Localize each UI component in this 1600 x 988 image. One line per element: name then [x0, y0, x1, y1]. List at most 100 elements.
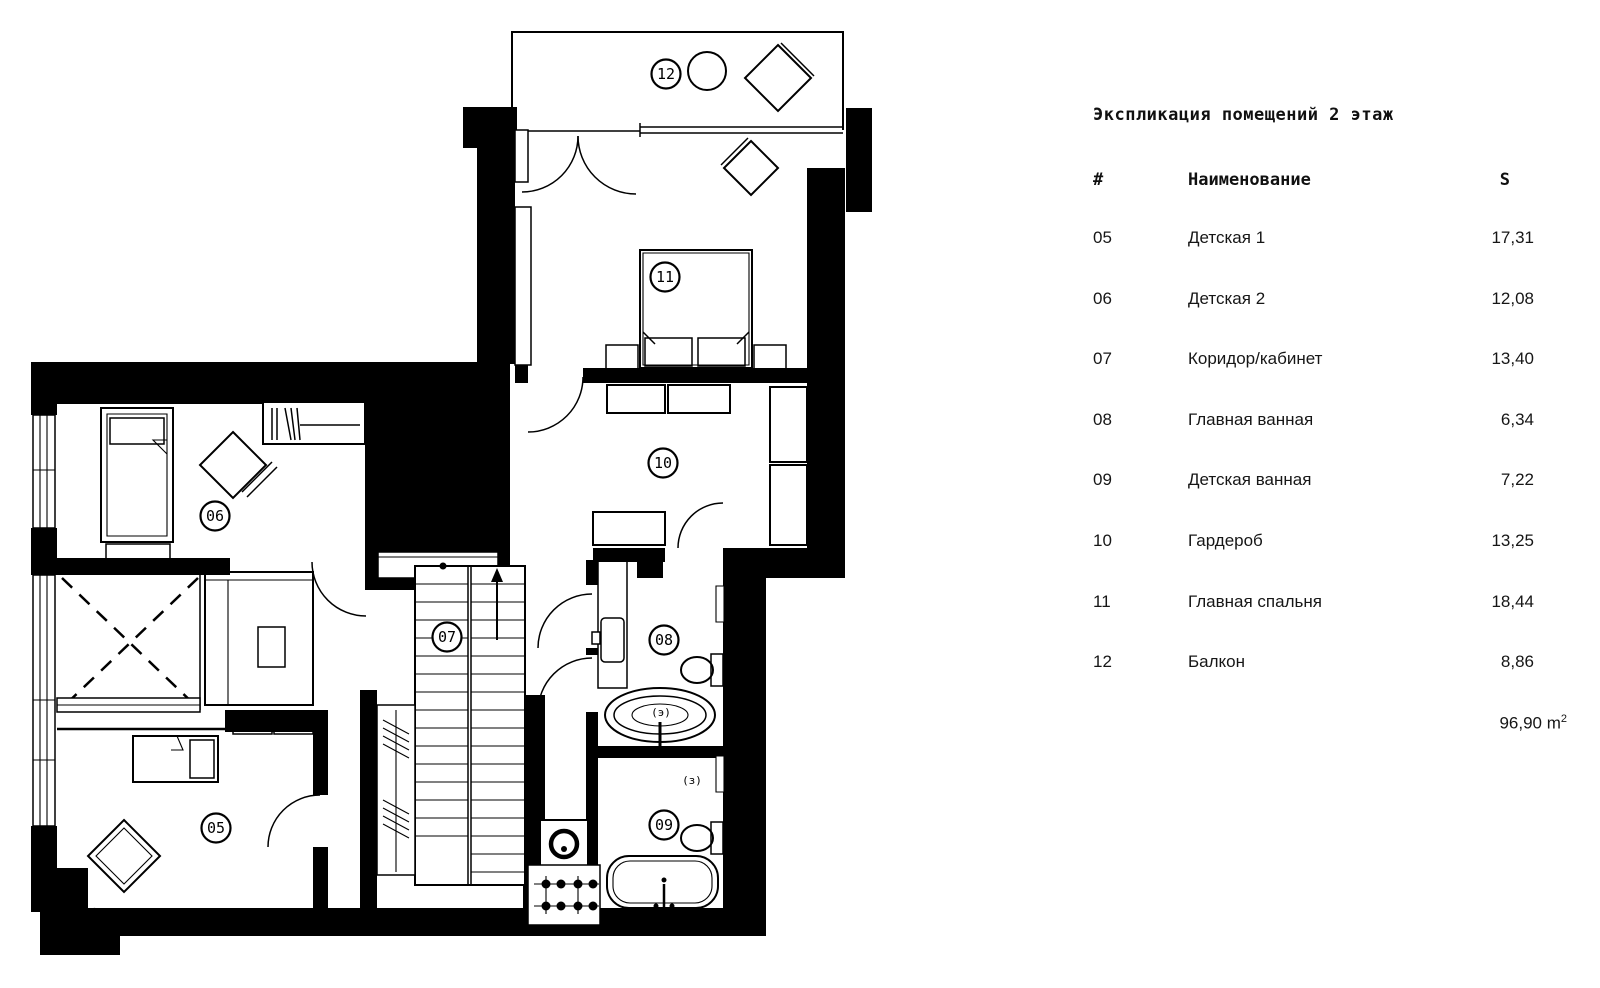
- shelf-icon: [233, 716, 272, 734]
- room-wardrobe: [593, 385, 807, 548]
- drain-mark-08: (э): [651, 706, 671, 719]
- cabinet-icon: [205, 572, 313, 705]
- wall-niche: [716, 756, 724, 792]
- closet-icon: [668, 385, 730, 413]
- void-area: [57, 562, 200, 712]
- total-area-superscript: 2: [1560, 713, 1567, 725]
- door-arc-bath-main: [538, 594, 592, 648]
- room-area: 13,40: [1491, 349, 1534, 368]
- room-name: Детская ванная: [1188, 470, 1312, 489]
- nightstand-icon: [754, 345, 786, 371]
- window-icon: [33, 415, 55, 528]
- nightstand-icon: [606, 345, 638, 371]
- page-title: Экспликация помещений 2 этаж: [1093, 105, 1394, 125]
- toilet-icon: [681, 822, 723, 854]
- svg-text:05: 05: [207, 819, 225, 837]
- balcony-chair-icon: [745, 43, 814, 111]
- bedroom-chair-icon: [721, 138, 778, 195]
- svg-text:07: 07: [438, 628, 456, 646]
- room-name: Детская 1: [1188, 228, 1266, 247]
- table-row: 09 Детская ванная 7,22: [1093, 470, 1534, 492]
- room-label-12: 12: [652, 60, 681, 89]
- svg-text:11: 11: [656, 268, 674, 286]
- toilet-icon: [681, 654, 723, 686]
- column-header-number: #: [1093, 170, 1104, 190]
- wall-niche: [716, 586, 724, 622]
- bathtub-icon: [607, 856, 718, 912]
- room-labels: 12 11 10 06 07 08 09 05 (э) (з): [201, 60, 702, 843]
- washing-machine-icon: [540, 820, 588, 868]
- table-row: 10 Гардероб 13,25: [1093, 531, 1534, 553]
- room-number: 10: [1093, 531, 1112, 550]
- door-arc-bedroom-wardrobe: [528, 377, 583, 432]
- door-arc-child2: [312, 562, 366, 616]
- door-arc-child1: [268, 795, 320, 847]
- shelf-icon: [274, 716, 313, 734]
- freestanding-bathtub-icon: [605, 688, 715, 756]
- svg-text:06: 06: [206, 507, 224, 525]
- wardrobe-hanger-icon: [263, 402, 365, 444]
- windows: [33, 415, 55, 826]
- table-row: 11 Главная спальня 18,44: [1093, 592, 1534, 614]
- table-row: 08 Главная ванная 6,34: [1093, 410, 1534, 432]
- room-main-bathroom: [538, 560, 724, 756]
- room-label-08: 08: [650, 626, 679, 655]
- room-number: 09: [1093, 470, 1112, 489]
- balcony-door-arc-left: [522, 136, 578, 192]
- room-number: 07: [1093, 349, 1112, 368]
- room-label-11: 11: [651, 263, 680, 292]
- table-header-row: # Наименование S: [1093, 170, 1534, 192]
- balcony-table-icon: [688, 52, 726, 90]
- room-area: 17,31: [1491, 228, 1534, 247]
- walls: [31, 107, 872, 955]
- svg-text:10: 10: [654, 454, 672, 472]
- svg-text:09: 09: [655, 816, 673, 834]
- bed-icon: [101, 408, 173, 542]
- table-row: 12 Балкон 8,86: [1093, 652, 1534, 674]
- door-arc-bath-child: [538, 658, 592, 712]
- total-area: 96,90 m2: [1093, 713, 1567, 734]
- lounge-chair-icon: [88, 820, 160, 892]
- room-area: 18,44: [1491, 592, 1534, 611]
- room-number: 06: [1093, 289, 1112, 308]
- room-label-06: 06: [201, 502, 230, 531]
- column-header-name: Наименование: [1188, 170, 1311, 190]
- room-name: Гардероб: [1188, 531, 1263, 550]
- closet-icon: [770, 465, 807, 545]
- room-area: 6,34: [1500, 410, 1534, 429]
- room-area: 13,25: [1491, 531, 1534, 550]
- balcony-door-arc-right: [578, 136, 636, 194]
- table-row: 05 Детская 1 17,31: [1093, 228, 1534, 250]
- room-label-10: 10: [649, 449, 678, 478]
- table-row: 06 Детская 2 12,08: [1093, 289, 1534, 311]
- room-name: Детская 2: [1188, 289, 1266, 308]
- room-name: Коридор/кабинет: [1188, 349, 1323, 368]
- staircase: [377, 562, 525, 886]
- dresser-icon: [593, 512, 665, 545]
- svg-text:12: 12: [657, 65, 675, 83]
- room-area: 12,08: [1491, 289, 1534, 308]
- column-header-area: S: [1499, 170, 1510, 190]
- heated-towel-rail-icon: [528, 865, 600, 925]
- room-label-07: 07: [433, 623, 462, 652]
- room-child-1: [57, 716, 320, 919]
- desk-chair-icon: [200, 432, 277, 498]
- room-number: 08: [1093, 410, 1112, 429]
- total-area-value: 96,90 m: [1499, 713, 1561, 733]
- room-name: Главная ванная: [1188, 410, 1314, 429]
- room-label-05: 05: [202, 814, 231, 843]
- svg-text:08: 08: [655, 631, 673, 649]
- room-balcony: [512, 32, 843, 137]
- room-number: 11: [1093, 592, 1111, 611]
- room-child-bathroom: [528, 658, 724, 925]
- room-name: Балкон: [1188, 652, 1246, 671]
- bench-icon: [106, 544, 170, 566]
- room-number: 05: [1093, 228, 1112, 247]
- closet-icon: [770, 387, 807, 462]
- room-area: 7,22: [1500, 470, 1534, 489]
- room-number: 12: [1093, 652, 1112, 671]
- drain-mark-09: (з): [682, 774, 702, 787]
- closet-icon: [607, 385, 665, 413]
